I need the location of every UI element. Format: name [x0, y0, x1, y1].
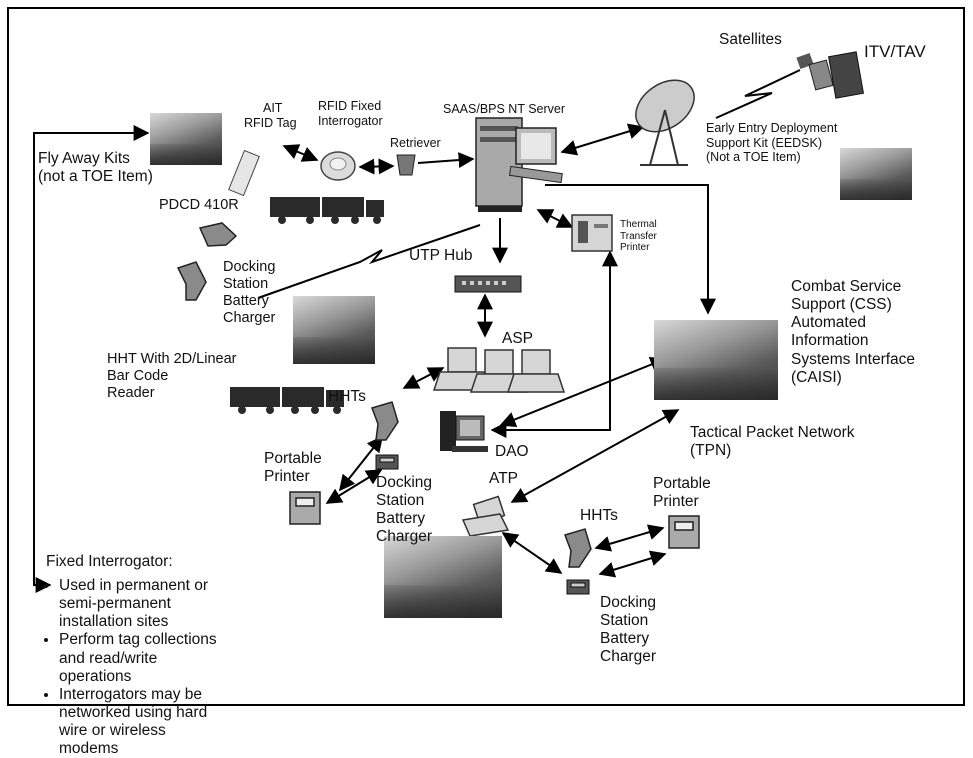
link-server-caisi [545, 184, 716, 315]
vehicle-photo [384, 536, 502, 618]
portable-printer-label-2: Portable Printer [653, 475, 711, 511]
docking-station-label-2: Docking Station Battery Charger [376, 474, 432, 546]
portable-printer-label-1: Portable Printer [264, 450, 322, 486]
link-tag-interrogator [282, 144, 319, 162]
server-icon [475, 117, 563, 212]
handheld-terminal-icon [176, 222, 592, 568]
link-atp-caisi [510, 409, 680, 503]
fly-away-kit-photo [150, 113, 222, 165]
caisi-label: Combat Service Support (CSS) Automated I… [791, 278, 916, 386]
link-retriever-server [417, 152, 475, 169]
docking-station-label-3: Docking Station Battery Charger [600, 594, 656, 666]
link-hhts-asp [402, 367, 445, 389]
fixed-interrogator-title: Fixed Interrogator: [46, 553, 173, 570]
atp-label: ATP [489, 470, 518, 487]
retriever-icon [396, 154, 416, 176]
rfid-tag-label: RFID Tag [244, 116, 297, 130]
satellites-label: Satellites [719, 31, 782, 48]
truck-convoy-icon [230, 197, 384, 414]
link-atp-docking [501, 532, 563, 574]
pdcd-label: PDCD 410R [159, 197, 239, 213]
saas-server-label: SAAS/BPS NT Server [443, 102, 566, 116]
thermal-printer-icon [571, 214, 613, 252]
docking-station-label-1: Docking Station Battery Charger [223, 259, 276, 326]
rfid-tag-icon [228, 149, 260, 197]
laptop-icon [461, 495, 510, 537]
link-server-thermal [536, 209, 574, 228]
hhts-label-1: HHTs [328, 388, 366, 405]
retriever-label: Retriever [390, 136, 441, 150]
link-server-eedsk [560, 123, 645, 156]
network-diagram [33, 51, 865, 595]
thermal-printer-label: Thermal Transfer Printer [620, 219, 657, 254]
link-interrogator-retriever [358, 158, 395, 175]
link-docking-printer-left [325, 469, 383, 504]
rfid-interrogator-icon [320, 151, 356, 181]
asp-label: ASP [502, 330, 534, 347]
tpn-label: Tactical Packet Network (TPN) [690, 424, 855, 460]
itv-tav-label: ITV/TAV [864, 42, 926, 61]
fly-away-kits-label: Fly Away Kits (not a TOE Item) [38, 150, 153, 186]
rfid-fixed-interrogator-label: RFID Fixed Interrogator [318, 99, 383, 128]
satellite-icon [796, 51, 865, 99]
laptop-icon [432, 347, 566, 393]
eedsk-label: Early Entry Deployment Support Kit (EEDS… [706, 121, 838, 165]
desktop-computer-icon [440, 411, 488, 452]
bullet-item: Interrogators may be networked using har… [59, 686, 217, 758]
forklift-photo [293, 296, 375, 364]
portable-printer-icon [289, 491, 700, 549]
fixed-interrogator-bullets: Used in permanent or semi-permanent inst… [44, 577, 217, 758]
hhts-label-2: HHTs [580, 507, 618, 524]
utp-hub-label: UTP Hub [409, 247, 473, 264]
hub-icon [454, 275, 522, 293]
dao-label: DAO [495, 443, 529, 460]
ait-label: AIT [263, 101, 283, 115]
bullet-item: Used in permanent or semi-permanent inst… [59, 577, 217, 631]
satellite-dish-icon [635, 79, 695, 166]
docking-station-icon [375, 454, 590, 595]
bullet-item: Perform tag collections and read/write o… [59, 631, 217, 685]
eedsk-photo [840, 148, 912, 200]
link-docking-printer-right [598, 550, 667, 578]
link-fly-away-loop [33, 125, 150, 593]
hht-reader-label: HHT With 2D/Linear Bar Code Reader [107, 351, 237, 401]
link-hht-printer-right [594, 524, 665, 552]
link-wireless-pdcd [257, 224, 481, 299]
satellite-wireless-link-icon [715, 69, 801, 119]
caisi-equipment-photo [654, 320, 778, 400]
